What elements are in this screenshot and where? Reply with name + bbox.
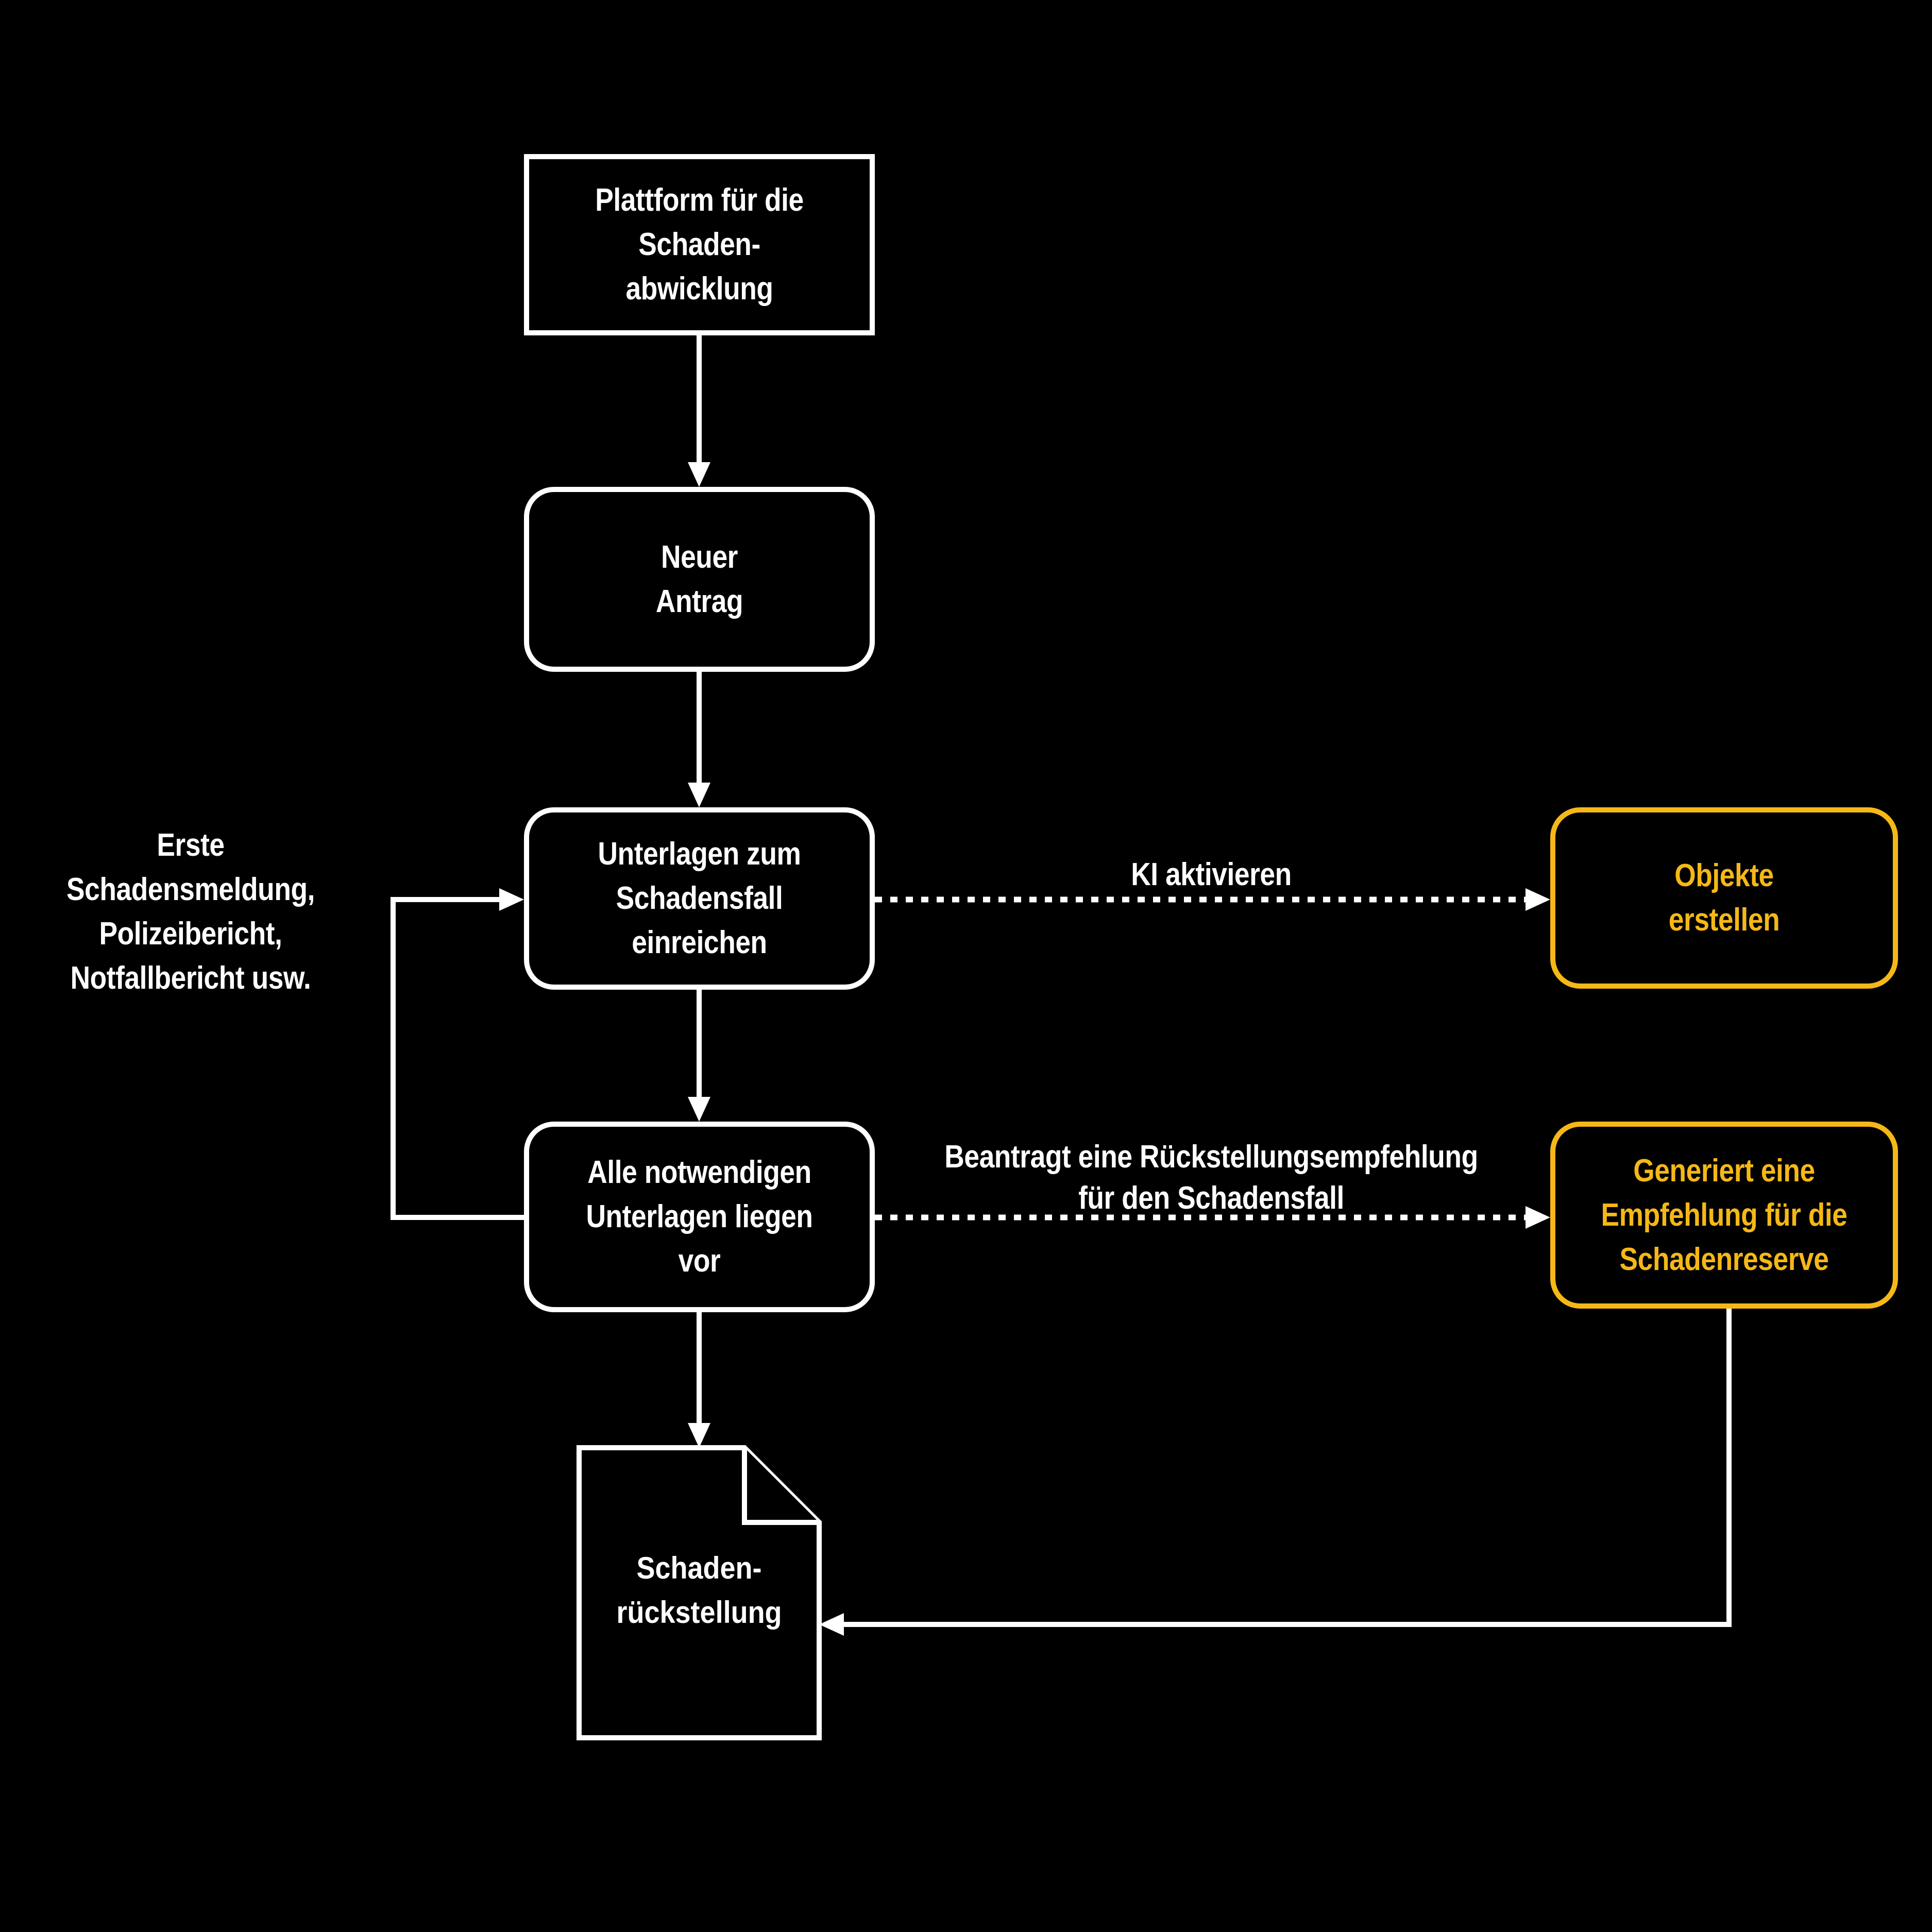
dotted-arrow-ki-aktivieren-arrowhead <box>1526 888 1550 911</box>
node-unterlagen-text: Unterlagen zum Schadensfall einreichen <box>553 832 845 965</box>
arrow-empfehlung-to-dokument <box>844 1309 1732 1627</box>
arrow-platform-to-neuer-antrag-arrowhead <box>688 462 710 487</box>
node-objekte-text: Objekte erstellen <box>1579 854 1869 942</box>
node-generiert-line: Generiert eine <box>1633 1153 1815 1189</box>
node-alle-unterlagen: Alle notwendigen Unterlagen liegen vor <box>524 1122 875 1312</box>
node-neuer-antrag-line: Neuer <box>661 539 738 575</box>
document-fold-corner <box>742 1448 819 1525</box>
arrow-unterlagen-to-alle-arrowhead <box>688 1097 710 1122</box>
document-label-line: rückstellung <box>616 1595 782 1630</box>
node-unterlagen-einreichen: Unterlagen zum Schadensfall einreichen <box>524 807 875 990</box>
node-alle-unterlagen-line: vor <box>678 1243 721 1279</box>
annotation-ki-aktivieren: KI aktivieren <box>1034 853 1388 897</box>
node-unterlagen-line: Schadensfall <box>616 880 783 916</box>
annotation-rueckstellungsempfehlung: Beantragt eine Rückstellungsempfehlung f… <box>901 1137 1521 1219</box>
loop-alle-to-unterlagen-arrowhead <box>499 888 524 911</box>
annotation-erste-schadensmeldung: Erste Schadensmeldung, Polizeibericht, N… <box>62 823 319 1001</box>
node-unterlagen-line: Unterlagen zum <box>598 836 801 872</box>
annotation-empfehlung-line: für den Schadensfall <box>1078 1180 1344 1216</box>
node-neuer-antrag-line: Antrag <box>655 583 743 619</box>
node-unterlagen-line: einreichen <box>632 925 767 960</box>
node-plattform-line: Plattform für die <box>595 182 804 218</box>
node-objekte-line: Objekte <box>1674 858 1774 893</box>
node-plattform-text: Plattform für die Schaden- abwicklung <box>553 178 845 311</box>
node-alle-unterlagen-text: Alle notwendigen Unterlagen liegen vor <box>553 1150 845 1283</box>
document-label-line: Schaden- <box>636 1551 762 1585</box>
node-neuer-antrag: Neuer Antrag <box>524 487 875 672</box>
annotation-quelle-line: Polizeibericht, <box>99 916 282 952</box>
node-plattform-line: abwicklung <box>625 271 773 307</box>
node-neuer-antrag-text: Neuer Antrag <box>553 535 845 624</box>
annotation-ki-line: KI aktivieren <box>1131 857 1292 892</box>
loop-alle-to-unterlagen <box>391 897 524 1220</box>
node-generiert-empfehlung: Generiert eine Empfehlung für die Schade… <box>1550 1122 1898 1309</box>
dotted-arrow-rueckstellungsempfehlung-arrowhead <box>1526 1206 1550 1229</box>
node-generiert-line: Schadenreserve <box>1619 1241 1829 1277</box>
annotation-empfehlung-line: Beantragt eine Rückstellungsempfehlung <box>944 1139 1478 1175</box>
node-objekte-erstellen: Objekte erstellen <box>1550 807 1898 989</box>
arrow-neuer-antrag-to-unterlagen-arrowhead <box>688 783 710 807</box>
document-label: Schaden- rückstellung <box>591 1546 807 1635</box>
arrow-empfehlung-to-dokument-arrowhead <box>819 1613 844 1636</box>
annotation-quelle-line: Erste <box>157 827 225 863</box>
node-alle-unterlagen-line: Unterlagen liegen <box>586 1199 813 1234</box>
node-generiert-line: Empfehlung für die <box>1601 1197 1848 1233</box>
annotation-quelle-line: Notfallbericht usw. <box>70 960 311 996</box>
arrow-alle-to-dokument-arrowhead <box>688 1423 710 1448</box>
annotation-quelle-line: Schadensmeldung, <box>66 872 315 907</box>
node-alle-unterlagen-line: Alle notwendigen <box>587 1155 811 1190</box>
node-plattform-schadenabwicklung: Plattform für die Schaden- abwicklung <box>524 154 875 335</box>
node-plattform-line: Schaden- <box>638 227 760 262</box>
node-objekte-line: erstellen <box>1668 902 1780 938</box>
node-generiert-text: Generiert eine Empfehlung für die Schade… <box>1579 1149 1869 1282</box>
